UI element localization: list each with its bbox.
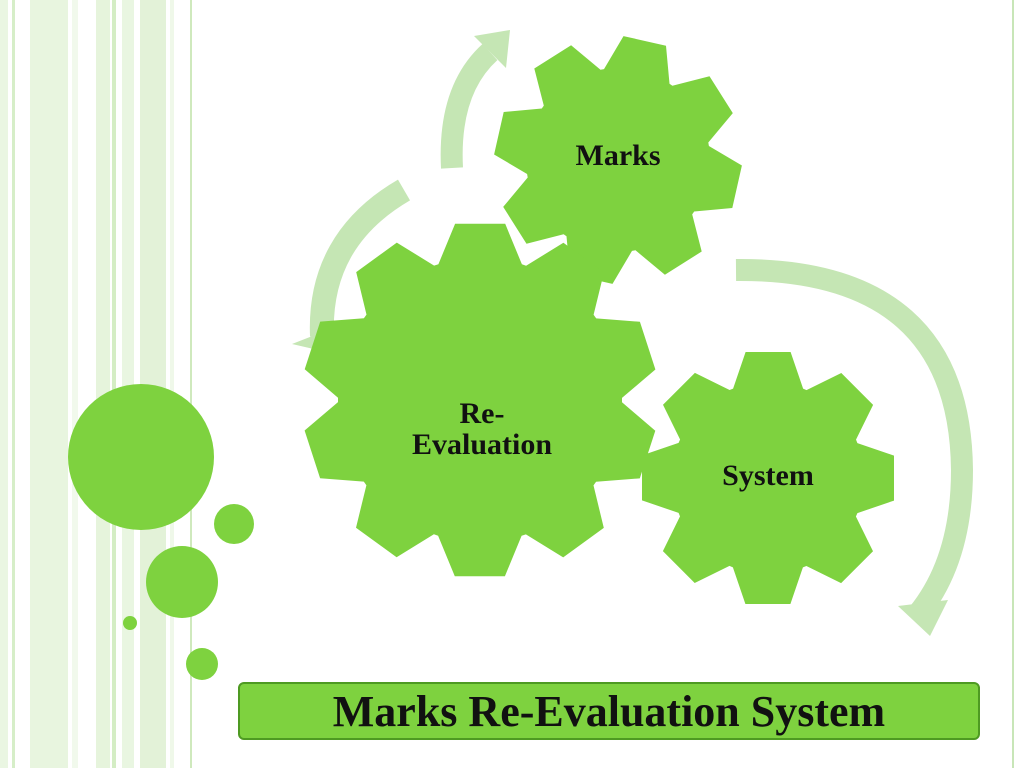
- curved-arrow-icon: [440, 30, 510, 169]
- gear-label-system: System: [696, 460, 840, 492]
- left-stripe: [112, 0, 116, 768]
- left-stripe: [30, 0, 68, 768]
- left-stripe: [170, 0, 174, 768]
- gear-label-re-evaluation: Re- Evaluation: [372, 366, 592, 461]
- gear-icon: [494, 36, 742, 284]
- left-stripe: [190, 0, 192, 768]
- slide-title: Marks Re-Evaluation System: [332, 686, 886, 736]
- left-stripe: [12, 0, 15, 768]
- decorative-circle: [214, 504, 254, 544]
- title-banner: Marks Re-Evaluation System: [238, 682, 980, 740]
- gear-icon: [642, 352, 894, 604]
- left-stripe: [0, 0, 8, 768]
- left-stripe: [96, 0, 110, 768]
- curved-arrow-icon: [735, 258, 974, 636]
- decorative-circle: [146, 546, 218, 618]
- re-evaluation-label: Re- Evaluation: [411, 396, 553, 461]
- gear-icon: [304, 223, 656, 577]
- gear-label-marks: Marks: [552, 140, 684, 172]
- right-frame-border: [1012, 0, 1024, 768]
- marks-label: Marks: [575, 139, 661, 172]
- left-stripe: [72, 0, 78, 768]
- system-label: System: [722, 459, 814, 492]
- decorative-circle: [123, 616, 137, 630]
- decorative-circle: [186, 648, 218, 680]
- decorative-circle: [68, 384, 214, 530]
